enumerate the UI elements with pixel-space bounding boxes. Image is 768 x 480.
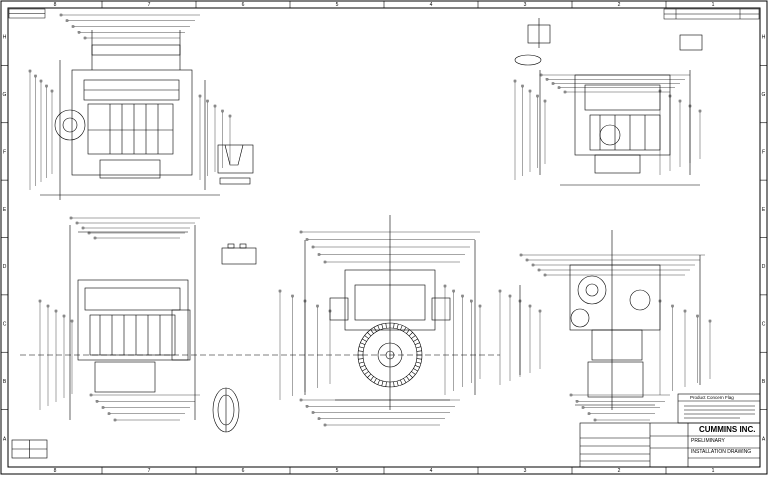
zone-column-label: 4	[430, 2, 433, 8]
zone-row-label: G	[762, 92, 766, 98]
zone-column-label: 3	[524, 468, 527, 474]
zone-row-label: E	[3, 207, 7, 213]
zone-row-label: A	[762, 436, 766, 442]
zone-column-label: 1	[712, 2, 715, 8]
scale-bar	[11, 439, 48, 459]
zone-column-label: 2	[618, 2, 621, 8]
detail-bracket-top-right	[514, 18, 703, 66]
engine-view-bottom-right	[519, 230, 701, 410]
zone-column-label: 6	[242, 468, 245, 474]
engine-view-top-left	[40, 30, 220, 200]
zone-column-label: 7	[148, 468, 151, 474]
zone-row-label: C	[3, 322, 7, 328]
title-block	[579, 422, 761, 468]
engine-view-bottom-left	[20, 225, 500, 420]
company-name: CUMMINS INC.	[699, 425, 756, 434]
zone-column-label: 4	[430, 468, 433, 474]
zone-row-label: H	[3, 35, 7, 41]
concern-note-box	[677, 393, 761, 424]
revision-stamp-top-left	[8, 8, 46, 19]
dimension-lines	[28, 13, 712, 427]
zone-column-label: 2	[618, 468, 621, 474]
detail-small-top-left	[217, 144, 254, 185]
zone-row-label: D	[762, 264, 766, 270]
zone-column-label: 3	[524, 2, 527, 8]
drawing-status: PRELIMINARY	[691, 438, 725, 444]
zone-row-label: H	[762, 35, 766, 41]
zone-row-label: F	[762, 149, 765, 155]
engine-view-top-right	[539, 70, 700, 186]
zone-column-label: 7	[148, 2, 151, 8]
zone-row-label: F	[3, 149, 6, 155]
zone-column-label: 8	[54, 2, 57, 8]
detail-bracket-left	[221, 243, 257, 265]
zone-row-label: A	[3, 436, 7, 442]
zone-row-label: C	[762, 322, 766, 328]
zone-row-label: B	[3, 379, 7, 385]
zone-column-label: 5	[336, 2, 339, 8]
zone-column-label: 1	[712, 468, 715, 474]
zone-column-label: 8	[54, 468, 57, 474]
zone-row-label: D	[3, 264, 7, 270]
zone-column-label: 6	[242, 2, 245, 8]
zone-row-label: G	[3, 92, 7, 98]
drawing-title: INSTALLATION DRAWING	[691, 449, 752, 455]
revision-block	[663, 8, 760, 20]
detail-flywheel-housing	[212, 387, 240, 433]
zone-column-label: 5	[336, 468, 339, 474]
zone-row-label: E	[762, 207, 766, 213]
zone-row-label: B	[762, 379, 766, 385]
engine-view-bottom-center	[304, 215, 476, 410]
concern-note-header: Product Concern Flag	[690, 395, 734, 400]
